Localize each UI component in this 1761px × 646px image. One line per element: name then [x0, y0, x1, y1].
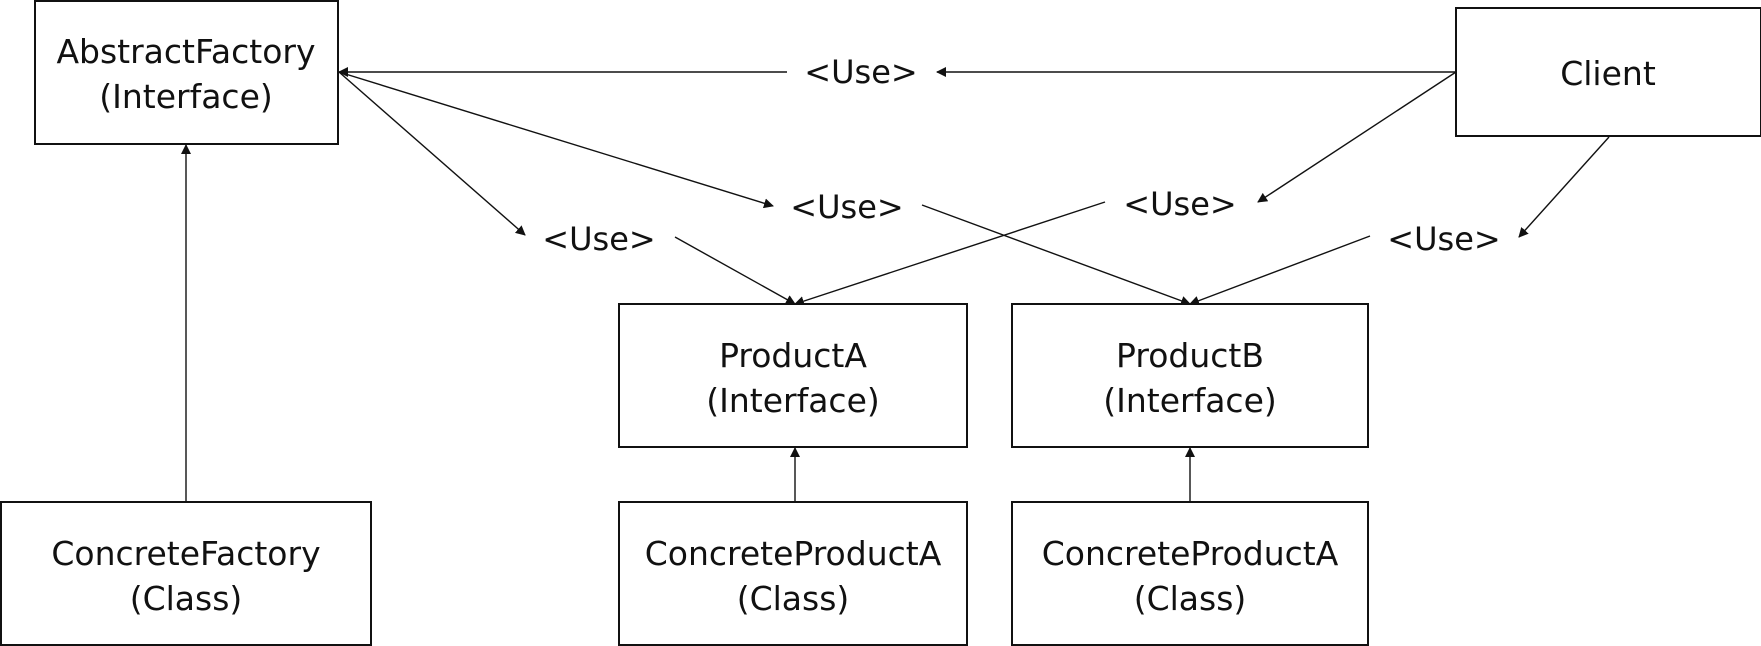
concrete-product-b-name: ConcreteProductA	[1042, 534, 1339, 573]
concrete-product-a-name: ConcreteProductA	[645, 534, 942, 573]
client-node: Client	[1455, 7, 1761, 137]
edges	[181, 67, 1610, 502]
abstract-factory-name: AbstractFactory	[56, 32, 315, 71]
concrete-product-a-kind: (Class)	[737, 579, 850, 618]
product-a-kind: (Interface)	[706, 381, 880, 420]
concrete-product-b-node: ConcreteProductA (Class)	[1011, 501, 1369, 646]
edge-client-producta-lower	[794, 201, 1106, 306]
edge-client-productb-upper	[1518, 136, 1610, 238]
edge-factory-producta-upper	[338, 71, 526, 236]
abstract-factory-kind: (Interface)	[99, 77, 273, 116]
edge-factory-producta-lower	[674, 236, 796, 305]
label-client-factory: <Use>	[804, 53, 917, 91]
edge-client-producta-upper	[1257, 71, 1457, 203]
client-name: Client	[1560, 54, 1656, 93]
label-client-producta: <Use>	[1123, 185, 1236, 223]
concrete-factory-node: ConcreteFactory (Class)	[0, 501, 372, 646]
concrete-product-a-node: ConcreteProductA (Class)	[618, 501, 968, 646]
concrete-product-b-kind: (Class)	[1134, 579, 1247, 618]
label-client-productb: <Use>	[1387, 220, 1500, 258]
product-b-kind: (Interface)	[1103, 381, 1277, 420]
edge-factory-productb-lower	[921, 204, 1191, 306]
label-factory-productb: <Use>	[790, 188, 903, 226]
product-a-node: ProductA (Interface)	[618, 303, 968, 448]
edge-factory-productb-upper	[338, 71, 774, 209]
label-factory-producta: <Use>	[542, 220, 655, 258]
edge-labels: <Use> <Use> <Use> <Use> <Use>	[542, 53, 1500, 258]
abstract-factory-node: AbstractFactory (Interface)	[34, 0, 339, 145]
product-b-name: ProductB	[1116, 336, 1264, 375]
concrete-factory-name: ConcreteFactory	[51, 534, 320, 573]
product-b-node: ProductB (Interface)	[1011, 303, 1369, 448]
concrete-factory-kind: (Class)	[130, 579, 243, 618]
product-a-name: ProductA	[719, 336, 867, 375]
edge-client-productb-lower	[1189, 235, 1371, 306]
